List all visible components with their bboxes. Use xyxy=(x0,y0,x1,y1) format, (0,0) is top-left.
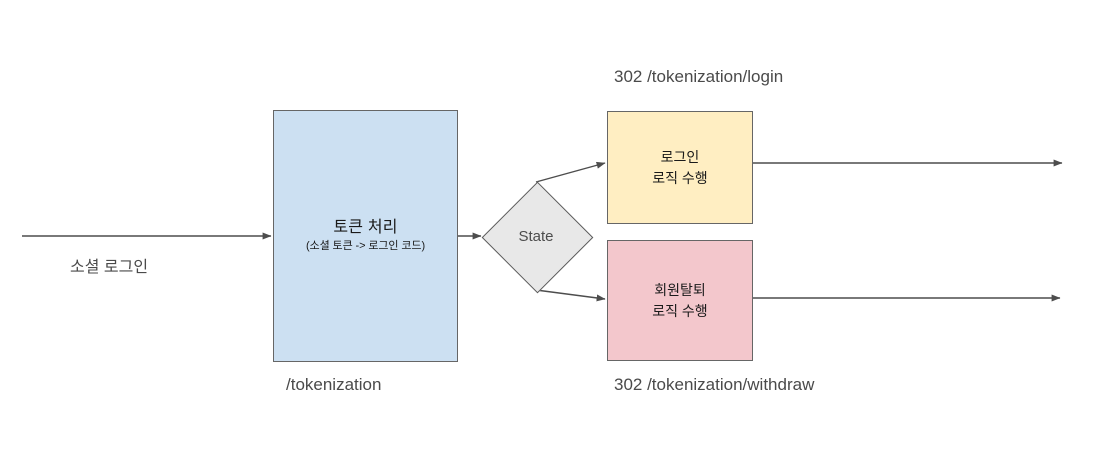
caption-tokenization-path: /tokenization xyxy=(286,375,382,394)
withdraw-logic-node[interactable]: 회원탈퇴 로직 수행 xyxy=(607,240,753,361)
edge-state-to-withdraw xyxy=(535,289,606,302)
caption-withdraw-redirect: 302 /tokenization/withdraw xyxy=(614,375,815,394)
token-processing-title: 토큰 처리 xyxy=(333,219,398,236)
withdraw-logic-line-1: 회원탈퇴 xyxy=(654,281,706,298)
login-logic-line-2: 로직 수행 xyxy=(652,169,708,186)
token-processing-subtitle: (소셜 토큰 -> 로그인 코드) xyxy=(305,240,426,252)
caption-login-redirect: 302 /tokenization/login xyxy=(614,67,784,86)
state-decision-node[interactable]: State xyxy=(481,181,593,293)
caption-social-login: 소셜 로그인 xyxy=(70,259,149,276)
login-logic-line-1: 로그인 xyxy=(660,148,700,165)
login-logic-node[interactable]: 로그인 로직 수행 xyxy=(607,111,753,224)
edge-state-to-login xyxy=(535,161,606,183)
token-processing-node[interactable]: 토큰 처리 (소셜 토큰 -> 로그인 코드) xyxy=(273,110,458,362)
state-decision-label: State xyxy=(518,227,554,245)
withdraw-logic-line-2: 로직 수행 xyxy=(652,302,708,319)
